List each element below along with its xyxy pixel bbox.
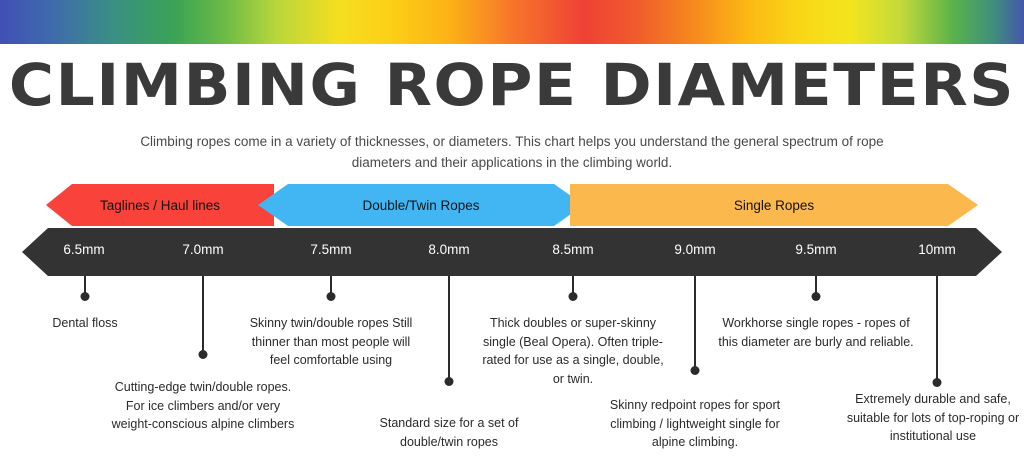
tick-label-7-0mm: 7.0mm (182, 242, 224, 257)
category-label: Taglines / Haul lines (99, 197, 221, 213)
leader-line-8-0mm (448, 276, 450, 381)
tick-label-9-5mm: 9.5mm (795, 242, 837, 257)
annotation-8-0mm: Standard size for a set of double/twin r… (379, 416, 519, 449)
tick-label-7-5mm: 7.5mm (310, 242, 352, 257)
leader-dot-9-5mm (811, 292, 821, 301)
annotation-9-0mm: Skinny redpoint ropes for sport climbing… (609, 398, 781, 449)
leader-line-7-5mm (330, 276, 332, 296)
diameter-scale-bar: 6.5mm 7.0mm 7.5mm 8.0mm 8.5mm 9.0mm 9.5m… (22, 228, 1002, 276)
tick-label-8-0mm: 8.0mm (428, 242, 470, 257)
annotation-6-5mm: Dental floss (52, 316, 118, 330)
annotation-7-5mm: Skinny twin/double ropes Still thinner t… (249, 316, 413, 367)
leader-dot-8-5mm (568, 292, 578, 301)
leader-dot-9-0mm (690, 366, 700, 375)
leader-line-7-0mm (202, 276, 204, 354)
leader-dot-7-5mm (326, 292, 336, 301)
tick-label-10mm: 10mm (918, 242, 956, 257)
tick-label-6-5mm: 6.5mm (63, 242, 105, 257)
tick-label-9-0mm: 9.0mm (674, 242, 716, 257)
leader-line-9-0mm (694, 276, 696, 370)
annotation-8-5mm: Thick doubles or super-skinny single (Be… (482, 316, 664, 386)
tick-label-8-5mm: 8.5mm (552, 242, 594, 257)
annotation-7-0mm: Cutting-edge twin/double ropes. For ice … (111, 380, 295, 431)
leader-line-8-5mm (572, 276, 574, 296)
leader-line-10mm (936, 276, 938, 382)
leader-dot-10mm (932, 378, 942, 387)
annotation-9-5mm: Workhorse single ropes - ropes of this d… (718, 316, 914, 349)
category-label: Single Ropes (733, 197, 815, 213)
category-arrow-band: Taglines / Haul lines Double/Twin Ropes … (0, 184, 1024, 226)
category-label: Double/Twin Ropes (362, 197, 480, 213)
category-double-twin-ropes: Double/Twin Ropes (258, 184, 584, 226)
annotation-10mm: Extremely durable and safe, suitable for… (846, 392, 1020, 443)
category-taglines-haul-lines: Taglines / Haul lines (46, 184, 274, 226)
leader-dot-6-5mm (80, 292, 90, 301)
leader-dot-7-0mm (198, 350, 208, 359)
category-single-ropes: Single Ropes (570, 184, 978, 226)
rainbow-gradient-bar (0, 0, 1024, 44)
leader-dot-8-0mm (444, 377, 454, 386)
page-title: CLIMBING ROPE DIAMETERS (8, 51, 1016, 119)
page-subtitle: Climbing ropes come in a variety of thic… (140, 134, 884, 170)
leader-line-9-5mm (815, 276, 817, 296)
leader-line-6-5mm (84, 276, 86, 296)
